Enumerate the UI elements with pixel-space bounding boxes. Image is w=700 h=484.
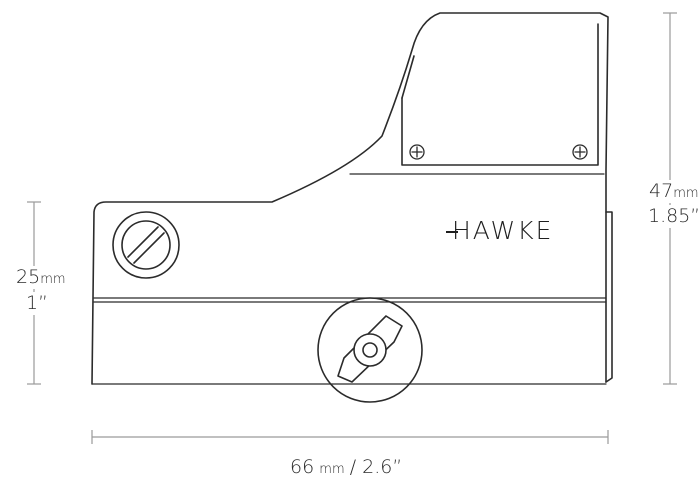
length-label: 66 mm / 2.6” [290, 458, 402, 477]
housing-body [91, 12, 609, 385]
length-value: 66 [290, 456, 315, 478]
rail-height-unit: mm [40, 272, 66, 287]
rail-height-imperial: 1” [22, 292, 52, 315]
length-unit: mm [319, 462, 345, 477]
brand-logo: HAWKE [452, 216, 554, 245]
total-height-label: 47mm [646, 180, 700, 203]
slotted-screw-icon [112, 211, 180, 279]
total-height-value: 47 [649, 180, 674, 202]
rail-height-label: 25mm [12, 266, 70, 289]
length-imperial: / 2.6” [349, 456, 403, 478]
total-height-unit: mm [673, 186, 699, 201]
wing-nut-icon [317, 297, 423, 403]
rear-clamp [605, 211, 613, 383]
brand-bar [446, 231, 458, 233]
screw-plus-icon [572, 144, 588, 160]
total-height-imperial: 1.85” [645, 205, 700, 228]
rail-height-value: 25 [16, 266, 41, 288]
window-edge [401, 55, 415, 99]
window-frame [401, 23, 599, 166]
screw-plus-icon [409, 144, 425, 160]
